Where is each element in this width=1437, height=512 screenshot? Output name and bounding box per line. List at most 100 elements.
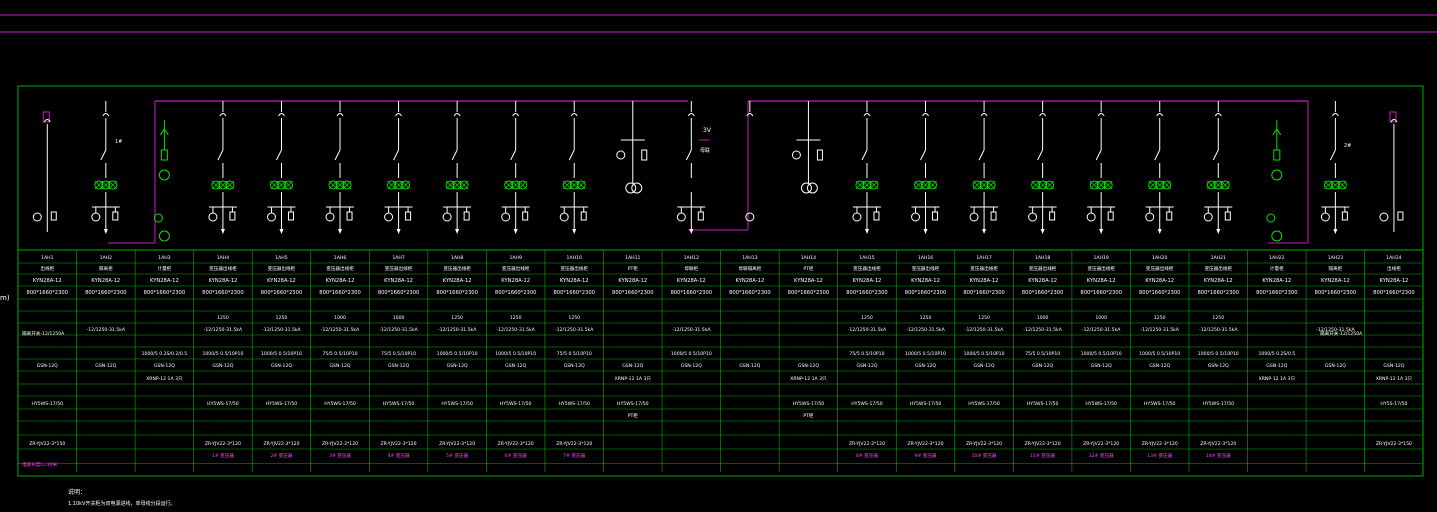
ct-cross-icon: [1331, 180, 1340, 190]
cell-pt: GSN-12Q: [564, 363, 585, 369]
current-transformer-icon: [562, 180, 572, 190]
arrow-down-icon: [1099, 229, 1104, 234]
ct-cross-icon: [562, 180, 572, 190]
ct-cross-icon: [1220, 180, 1230, 190]
cell-id: 1AH3: [158, 255, 171, 261]
cell-pt: GSN-12Q: [1266, 363, 1287, 369]
cell-load: 1250: [510, 315, 522, 321]
cell-breaker: -12/1250-31.5kA: [204, 327, 243, 333]
cell-size: 800*1660*2300: [846, 290, 888, 296]
ct-cross-icon: [1162, 180, 1172, 190]
cell-model: KYN28A-12: [1321, 278, 1350, 284]
cell-id: 1AH19: [1093, 255, 1108, 261]
cell-arrester: HY5WS-17/50: [851, 401, 883, 407]
cell-model: KYN28A-12: [91, 278, 120, 284]
cell-note: 5# 变压器: [446, 452, 468, 459]
cell-size: 800*1660*2300: [905, 290, 947, 296]
fuse-icon: [1273, 149, 1281, 161]
cell-id: 1AH13: [742, 255, 757, 261]
switch-blade-icon: [685, 149, 692, 161]
ct-cross-icon: [1338, 180, 1347, 190]
current-transformer-icon: [576, 180, 586, 190]
meter-cabinet-22: [1266, 120, 1283, 242]
cell-pt: GSN-12Q: [95, 363, 116, 369]
cell-model: KYN28A-12: [384, 278, 413, 284]
ct-cross-icon: [445, 180, 455, 190]
arrow-up-icon: [159, 128, 169, 136]
voltmeter-icon: [1271, 230, 1283, 242]
cell-pt: GSN-12Q: [1325, 363, 1346, 369]
meter-icon: [501, 212, 511, 222]
cell-id: 1AH22: [1269, 255, 1284, 261]
cell-model: KYN28A-12: [560, 278, 589, 284]
contact-head-icon: [43, 119, 51, 123]
cell-pt: GSN-12Q: [154, 363, 175, 369]
cell-name: 变压器出线柜: [385, 265, 413, 272]
cell-ct: 1000/5 0.5/10P10: [261, 351, 302, 357]
cell-breaker: -12/1250-31.5kA: [1023, 327, 1062, 333]
cell-arrester: HY5WS-17/50: [324, 401, 356, 407]
meter-icon: [91, 212, 101, 222]
feeder-4: [208, 101, 237, 234]
current-transformer-icon: [108, 180, 118, 190]
cell-breaker: -12/1250-31.5kA: [1316, 327, 1355, 333]
switch-blade-icon: [978, 149, 985, 161]
cell-name: 隔离柜: [1328, 265, 1342, 272]
cell-id: 1AH17: [976, 255, 991, 261]
current-transformer-icon: [1337, 180, 1347, 190]
cell-name: 隔离柜: [99, 265, 113, 272]
cell-cable: ZR-YJV22-3*120: [1083, 441, 1119, 447]
cell-name: PT柜: [803, 265, 814, 272]
ct-cross-icon: [1324, 180, 1333, 190]
cell-load: 1000: [1095, 315, 1107, 321]
current-transformer-icon: [387, 180, 397, 190]
contact-head-icon: [453, 113, 461, 117]
cell-cable: ZR-YJV22-3*120: [498, 441, 534, 447]
switch-blade-icon: [861, 149, 868, 161]
cell-fuse: XRNP-12 1A 3只: [146, 376, 183, 382]
meter-icon: [1379, 212, 1389, 222]
meter-icon: [676, 212, 686, 222]
cell-pt: GSN-12Q: [1032, 363, 1053, 369]
contact-head-icon: [922, 113, 929, 117]
cell-id: 1AH2: [100, 255, 113, 261]
cell-cable: ZR-YJV22-3*150: [1376, 441, 1412, 447]
feeder-9: [501, 101, 530, 234]
cell-model: KYN28A-12: [853, 278, 882, 284]
arrester-icon: [990, 211, 997, 221]
cell-breaker: -12/1250-31.5kA: [1199, 327, 1238, 333]
ct-cross-icon: [979, 180, 989, 190]
arrester-icon: [1341, 211, 1348, 221]
contact-head-icon: [336, 113, 344, 117]
ct-cross-icon: [986, 180, 996, 190]
meter-icon: [1086, 212, 1096, 222]
cell-arrester: HY5WS-17/50: [32, 401, 64, 407]
ct-cross-icon: [1096, 180, 1106, 190]
pt-winding-icon: [631, 182, 643, 194]
cell-size: 800*1660*2300: [671, 290, 713, 296]
cell-arrester: HY5WS-17/50: [558, 401, 590, 407]
ct-cross-icon: [511, 180, 520, 190]
ct-cross-icon: [1045, 180, 1054, 190]
cell-name: PT柜: [628, 265, 639, 272]
contact-head-icon: [980, 113, 988, 117]
cell-cable: ZR-YJV22-3*120: [849, 441, 885, 447]
current-transformer-icon: [445, 180, 455, 190]
cell-arrester: HY5WS-17/50: [1027, 401, 1059, 407]
cell-fuse: XRNP-12 1A 3只: [790, 376, 827, 382]
arrow-down-icon: [338, 229, 343, 234]
meter-icon: [969, 212, 979, 222]
cell-id: 1AH7: [392, 255, 405, 261]
current-transformer-icon: [211, 180, 221, 190]
cell-breaker: -12/1250-31.5kA: [965, 327, 1004, 333]
ct-cross-icon: [401, 180, 410, 190]
cell-pt: GSN-12Q: [37, 363, 58, 369]
contact-head-icon: [278, 113, 285, 117]
contact-head-icon: [746, 113, 754, 117]
arrow-down-icon: [279, 229, 284, 234]
ct-cross-icon: [1213, 180, 1223, 190]
cell-ct: 75/5 0.5/10P10: [849, 351, 884, 357]
cell-id: 1AH10: [567, 255, 582, 261]
arrow-down-icon: [513, 229, 518, 234]
meter-icon: [559, 212, 569, 222]
